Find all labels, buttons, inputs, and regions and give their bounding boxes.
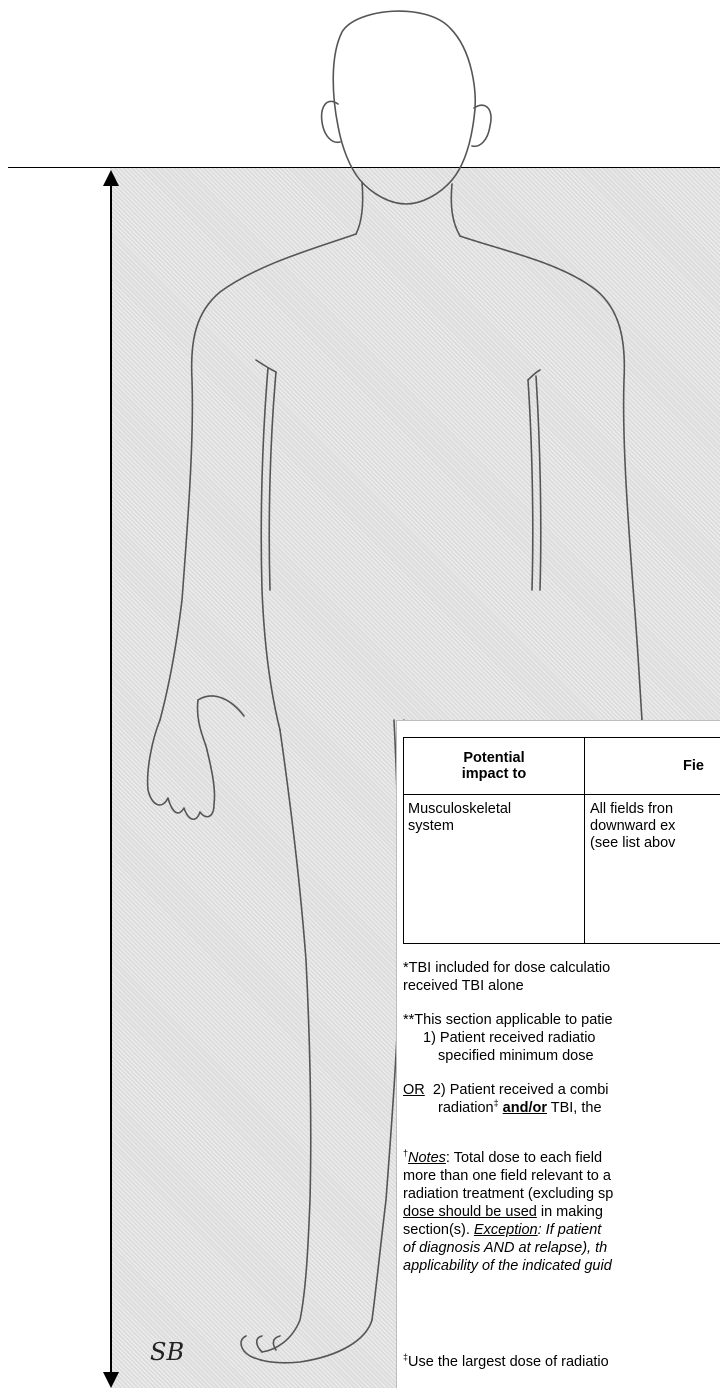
cell-system: Musculoskeletal system: [404, 795, 585, 944]
applicability-line: **This section applicable to patie: [403, 1011, 720, 1029]
cell-system-line: system: [408, 818, 579, 835]
condition-2-line: radiation‡ and/or TBI, the: [403, 1099, 720, 1117]
largest-dose-footnote: ‡Use the largest dose of radiatio: [403, 1353, 720, 1371]
tbi-footnote: *TBI included for dose calculatio receiv…: [403, 959, 720, 995]
or-label: OR: [403, 1082, 425, 1098]
notes-line: dose should be used in making: [403, 1203, 720, 1221]
table-row: Musculoskeletal system All fields fron d…: [404, 795, 720, 944]
header-impact-to-line: impact to: [409, 766, 579, 782]
tbi-the-text: TBI, the: [547, 1100, 602, 1116]
cell-fields: All fields fron downward ex (see list ab…: [585, 795, 720, 944]
header-potential-impact: Potential impact to: [404, 738, 585, 795]
cell-fields-line: All fields fron: [590, 801, 720, 818]
notes-line: more than one field relevant to a: [403, 1167, 720, 1185]
largest-dose-text: Use the largest dose of radiatio: [408, 1354, 609, 1370]
artist-signature: SB: [150, 1338, 184, 1366]
exception-label: Exception: [474, 1222, 538, 1238]
cell-fields-line: downward ex: [590, 818, 720, 835]
notes-text: in making: [537, 1204, 603, 1220]
info-card: Potential impact to Fie Musculoskeletal …: [396, 720, 720, 1388]
notes-text: : Total dose to each field: [446, 1150, 602, 1166]
cell-system-line: Musculoskeletal: [408, 801, 579, 818]
double-dagger-mark: ‡: [494, 1098, 499, 1108]
condition-2-line: OR 2) Patient received a combi: [403, 1081, 720, 1099]
notes-line: of diagnosis AND at relapse), th: [403, 1239, 720, 1257]
condition-1-line: 1) Patient received radiatio: [403, 1029, 720, 1047]
notes-line: section(s). Exception: If patient: [403, 1221, 720, 1239]
tbi-footnote-line: received TBI alone: [403, 977, 720, 995]
header-fields: Fie: [585, 738, 720, 795]
header-potential-line: Potential: [409, 750, 579, 766]
tbi-footnote-line: *TBI included for dose calculatio: [403, 959, 720, 977]
radiation-text: radiation: [438, 1100, 494, 1116]
notes-line: †Notes: Total dose to each field: [403, 1149, 720, 1167]
notes-line: radiation treatment (excluding sp: [403, 1185, 720, 1203]
and-or-text: and/or: [503, 1100, 547, 1116]
notes-text: : If patient: [538, 1222, 602, 1238]
notes-line: applicability of the indicated guid: [403, 1257, 720, 1275]
condition-2: OR 2) Patient received a combi radiation…: [403, 1081, 720, 1117]
notes-footnote: †Notes: Total dose to each field more th…: [403, 1149, 720, 1275]
table-header-row: Potential impact to Fie: [404, 738, 720, 795]
condition-1-line: specified minimum dose: [403, 1047, 720, 1065]
condition-2-text: 2) Patient received a combi: [433, 1082, 609, 1098]
notes-text: section(s).: [403, 1222, 474, 1238]
dose-used-text: dose should be used: [403, 1204, 537, 1220]
notes-label: Notes: [408, 1150, 446, 1166]
impact-table: Potential impact to Fie Musculoskeletal …: [403, 737, 720, 944]
cell-fields-line: (see list abov: [590, 835, 720, 852]
applicability-footnote: **This section applicable to patie 1) Pa…: [403, 1011, 720, 1065]
